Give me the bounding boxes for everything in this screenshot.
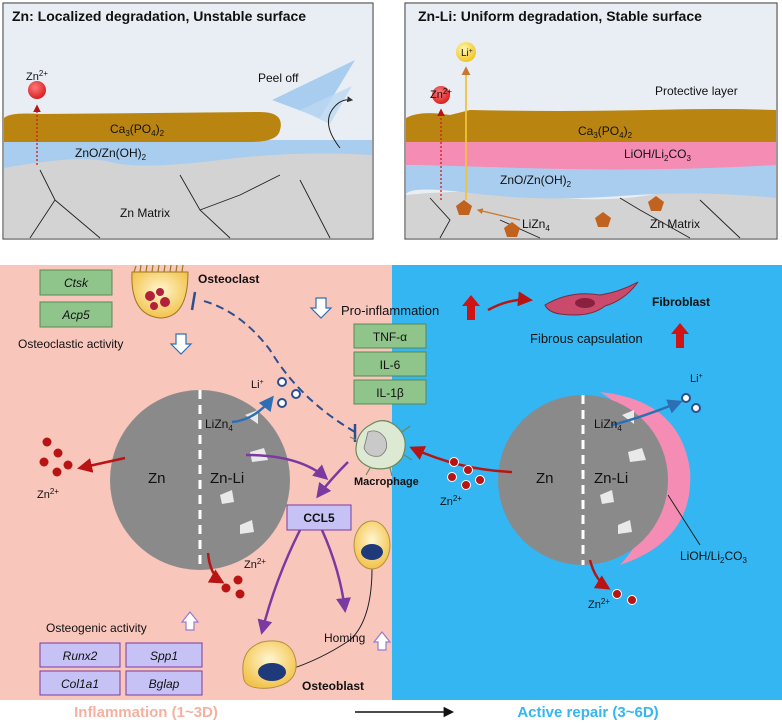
up-arrow-icon xyxy=(462,295,480,320)
lizn-label-right: LiZn4 xyxy=(594,417,622,433)
zn-ion-label-down: Zn2+ xyxy=(244,557,266,571)
gene-box-acp5 xyxy=(39,301,113,328)
cytokine-box-tnf xyxy=(353,323,427,349)
osteogenic-activity-label: Osteogenic activity xyxy=(46,621,147,635)
znli-matrix-label: Zn Matrix xyxy=(650,217,700,231)
li-ion-icon xyxy=(456,42,476,62)
macrophage-icon xyxy=(349,420,413,477)
zn-ion-dot xyxy=(42,437,52,447)
osteoclast-icon xyxy=(131,264,189,319)
li-ion-label-right: Li+ xyxy=(690,373,703,385)
lioh-layer xyxy=(404,138,776,170)
ccl5-box xyxy=(286,504,352,531)
zn-ion-label-right-down: Zn2+ xyxy=(588,597,610,611)
lioh-label-right: LiOH/Li2CO3 xyxy=(680,549,747,565)
fibroblast-icon xyxy=(544,281,639,316)
gene-box-col1a1 xyxy=(39,670,121,696)
znli-matrix-layer xyxy=(406,188,776,238)
protective-layer-label: Protective layer xyxy=(655,84,738,98)
gene-box-ctsk xyxy=(39,269,113,296)
gene-col1a1: Col1a1 xyxy=(61,677,99,691)
gene-box-spp1 xyxy=(125,642,203,668)
znli-zno-label: ZnO/Zn(OH)2 xyxy=(500,173,572,189)
fibrous-capsulation-label: Fibrous capsulation xyxy=(530,331,643,346)
macrophage-label: Macrophage xyxy=(354,476,419,488)
cytokine-il6: IL-6 xyxy=(380,358,401,372)
gene-bglap: Bglap xyxy=(149,677,180,691)
zn-ion-label-left: Zn2+ xyxy=(37,487,59,501)
gene-ctsk: Ctsk xyxy=(64,276,89,290)
ca-phosphate-layer xyxy=(4,112,281,142)
osteoclastic-activity-label: Osteoclastic activity xyxy=(18,337,123,351)
gene-runx2: Runx2 xyxy=(63,649,98,663)
gene-spp1: Spp1 xyxy=(150,649,178,663)
gene-box-bglap xyxy=(125,670,203,696)
zn-matrix-label: Zn Matrix xyxy=(120,206,170,220)
osteoclast-label: Osteoclast xyxy=(198,272,259,286)
zn-ion-label: Zn2+ xyxy=(26,69,48,83)
znli-sphere-label: Zn-Li xyxy=(210,470,244,487)
cytokine-box-il6 xyxy=(353,351,427,377)
li-ion-label-bottom: Li+ xyxy=(251,379,264,391)
zn-ion-icon xyxy=(28,81,46,99)
panel-znli xyxy=(404,2,778,240)
phase-repair-label: Active repair (3~6D) xyxy=(517,704,658,721)
cytokine-box-il1b xyxy=(353,379,427,405)
peel-off-label: Peel off xyxy=(258,71,299,85)
ccl5-label: CCL5 xyxy=(303,511,335,525)
homing-cell-icon xyxy=(353,520,391,570)
phase-inflammation-label: Inflammation (1~3D) xyxy=(74,704,218,721)
znli-zn-ion-icon xyxy=(432,86,450,104)
osteoblast-label: Osteoblast xyxy=(302,679,364,693)
down-arrow-icon-2 xyxy=(309,297,333,319)
gene-box-runx2 xyxy=(39,642,121,668)
znli-sphere-label-right: Zn-Li xyxy=(594,470,628,487)
homing-label: Homing xyxy=(324,631,365,645)
down-arrow-icon xyxy=(169,333,193,355)
zno-label: ZnO/Zn(OH)2 xyxy=(75,146,147,162)
li-ion-dot xyxy=(277,377,287,387)
lizn-label-bottom: LiZn4 xyxy=(205,417,233,433)
ca-phosphate-label: Ca3(PO4)2 xyxy=(110,122,165,138)
lizn-label: LiZn4 xyxy=(522,217,550,233)
up-arrow-icon-purple xyxy=(180,611,200,631)
li-ion-label: Li+ xyxy=(461,48,473,59)
cytokine-il1b: IL-1β xyxy=(376,386,404,400)
gene-acp5: Acp5 xyxy=(61,308,90,322)
panel-znli-title: Zn-Li: Uniform degradation, Stable surfa… xyxy=(418,8,702,24)
fibroblast-label: Fibroblast xyxy=(652,295,710,309)
znli-zno-layer xyxy=(405,160,776,199)
zn-sphere-label: Zn xyxy=(148,470,166,487)
zn-sphere-label-right: Zn xyxy=(536,470,554,487)
lioh-label: LiOH/Li2CO3 xyxy=(624,147,691,163)
cytokine-tnf: TNF-α xyxy=(373,330,407,344)
up-arrow-icon-purple-2 xyxy=(372,631,392,651)
znli-implant-left xyxy=(110,390,290,570)
znli-ca-layer xyxy=(406,109,776,142)
zn-ion-label-right: Zn2+ xyxy=(440,494,462,508)
panel-zn-title: Zn: Localized degradation, Unstable surf… xyxy=(12,8,306,24)
znli-zn-ion-label: Zn2+ xyxy=(430,87,452,101)
zno-layer xyxy=(4,140,372,168)
znli-implant-right xyxy=(498,392,691,565)
zn-matrix-layer xyxy=(4,149,372,238)
lizn-phase-icon xyxy=(456,200,472,215)
znli-ca-label: Ca3(PO4)2 xyxy=(578,124,633,140)
osteoblast-icon xyxy=(242,640,297,689)
up-arrow-icon-2 xyxy=(671,323,689,348)
peel-off-shard xyxy=(272,60,355,118)
panel-zn xyxy=(2,2,374,240)
pro-inflammation-label: Pro-inflammation xyxy=(341,303,439,318)
